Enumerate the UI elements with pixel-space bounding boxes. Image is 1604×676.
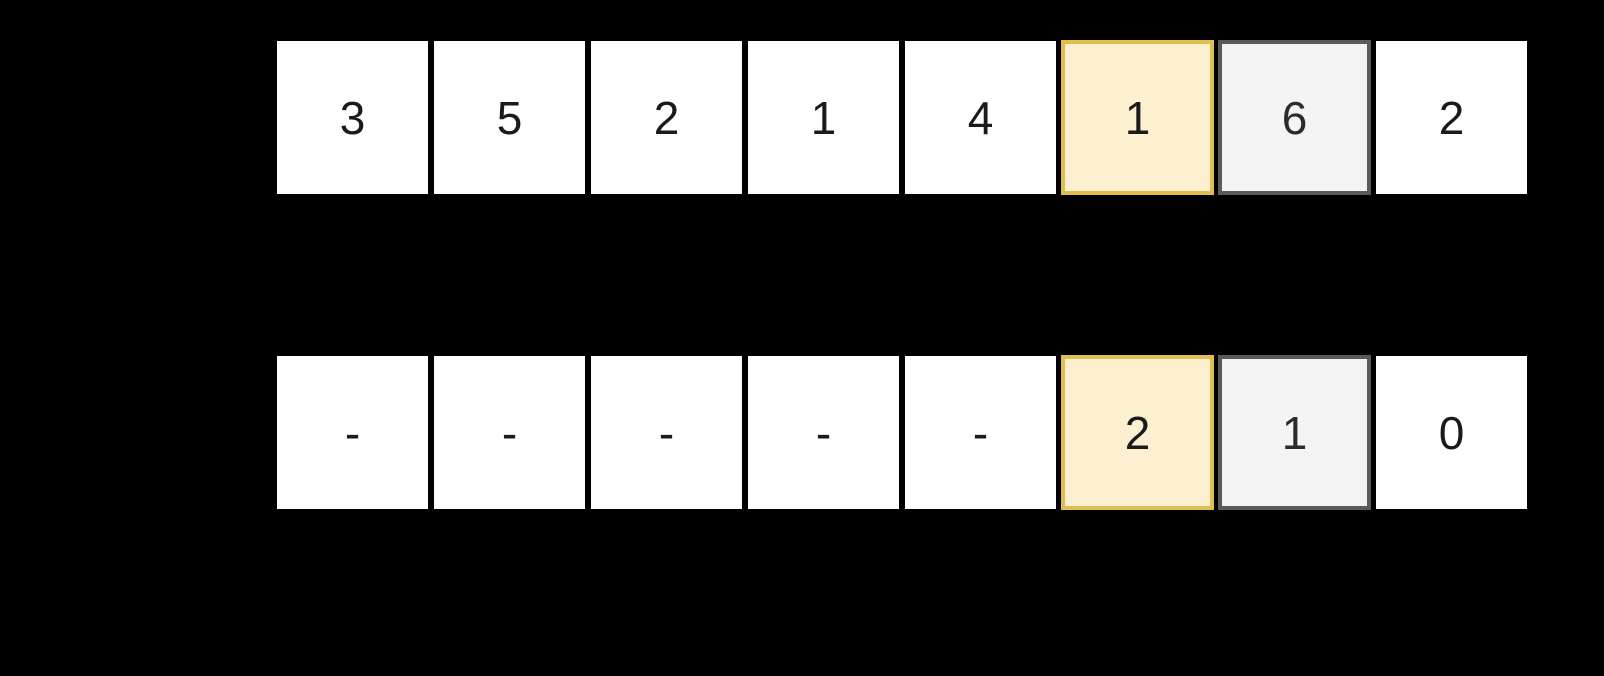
array-cell[interactable]: 0: [1375, 355, 1528, 510]
array-cell-current[interactable]: 1: [1061, 40, 1214, 195]
array-cell-compare[interactable]: 6: [1218, 40, 1371, 195]
array-cell[interactable]: -: [276, 355, 429, 510]
array-cell[interactable]: -: [747, 355, 900, 510]
array-cell[interactable]: -: [590, 355, 743, 510]
array-cell-compare[interactable]: 1: [1218, 355, 1371, 510]
array-cell-current[interactable]: 2: [1061, 355, 1214, 510]
array-cell[interactable]: -: [904, 355, 1057, 510]
array-cell[interactable]: 4: [904, 40, 1057, 195]
array-cell[interactable]: 3: [276, 40, 429, 195]
array-cell[interactable]: -: [433, 355, 586, 510]
array-cell[interactable]: 2: [1375, 40, 1528, 195]
array-cell[interactable]: 5: [433, 40, 586, 195]
array-cell[interactable]: 2: [590, 40, 743, 195]
array-cell[interactable]: 1: [747, 40, 900, 195]
